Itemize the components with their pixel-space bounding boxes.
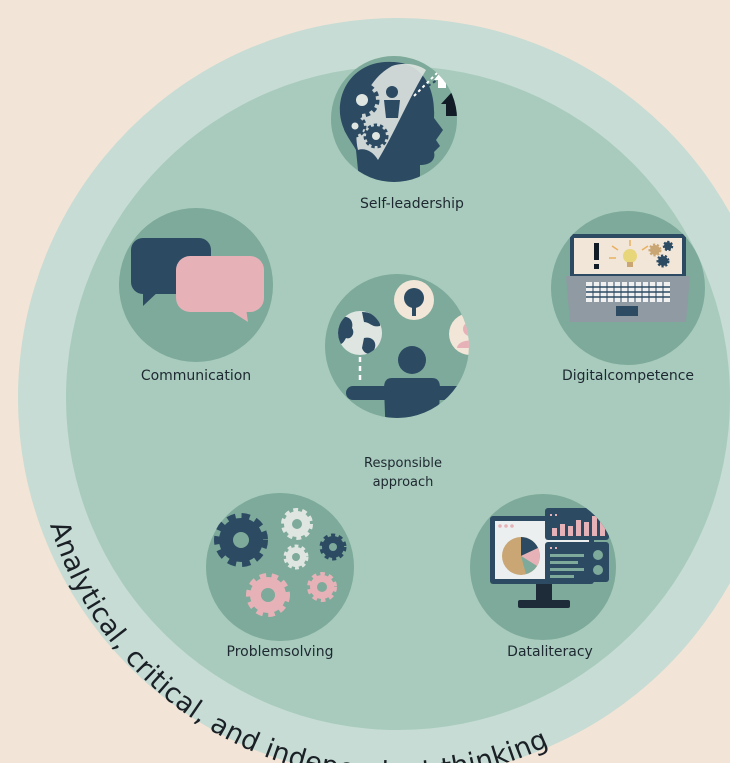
responsible-approach-label-line2: approach [373, 475, 434, 490]
head-gears-arrows-icon [339, 57, 457, 182]
problem-solving-label: Problemsolving [227, 644, 334, 660]
responsible-approach-label-line1: Responsible [364, 456, 442, 471]
data-literacy-label: Dataliteracy [507, 644, 593, 660]
self-leadership-label: Self-leadership [360, 196, 464, 212]
communication-node: Communication [119, 208, 273, 384]
problem-solving-node: Problemsolving [206, 493, 354, 660]
self-leadership-node: Self-leadership [331, 56, 464, 212]
digital-competence-label: Digitalcompetence [562, 368, 694, 384]
responsible-approach-node: Responsible approach [325, 274, 469, 490]
laptop-icon [566, 234, 690, 322]
data-literacy-node: Dataliteracy [470, 494, 616, 660]
digital-competence-node: Digitalcompetence [551, 211, 705, 384]
communication-label: Communication [141, 368, 251, 384]
person-balance-icon [338, 280, 469, 418]
gears-icon [214, 508, 347, 617]
monitor-dashboard-icon [490, 508, 609, 608]
speech-bubbles-icon [131, 238, 264, 322]
